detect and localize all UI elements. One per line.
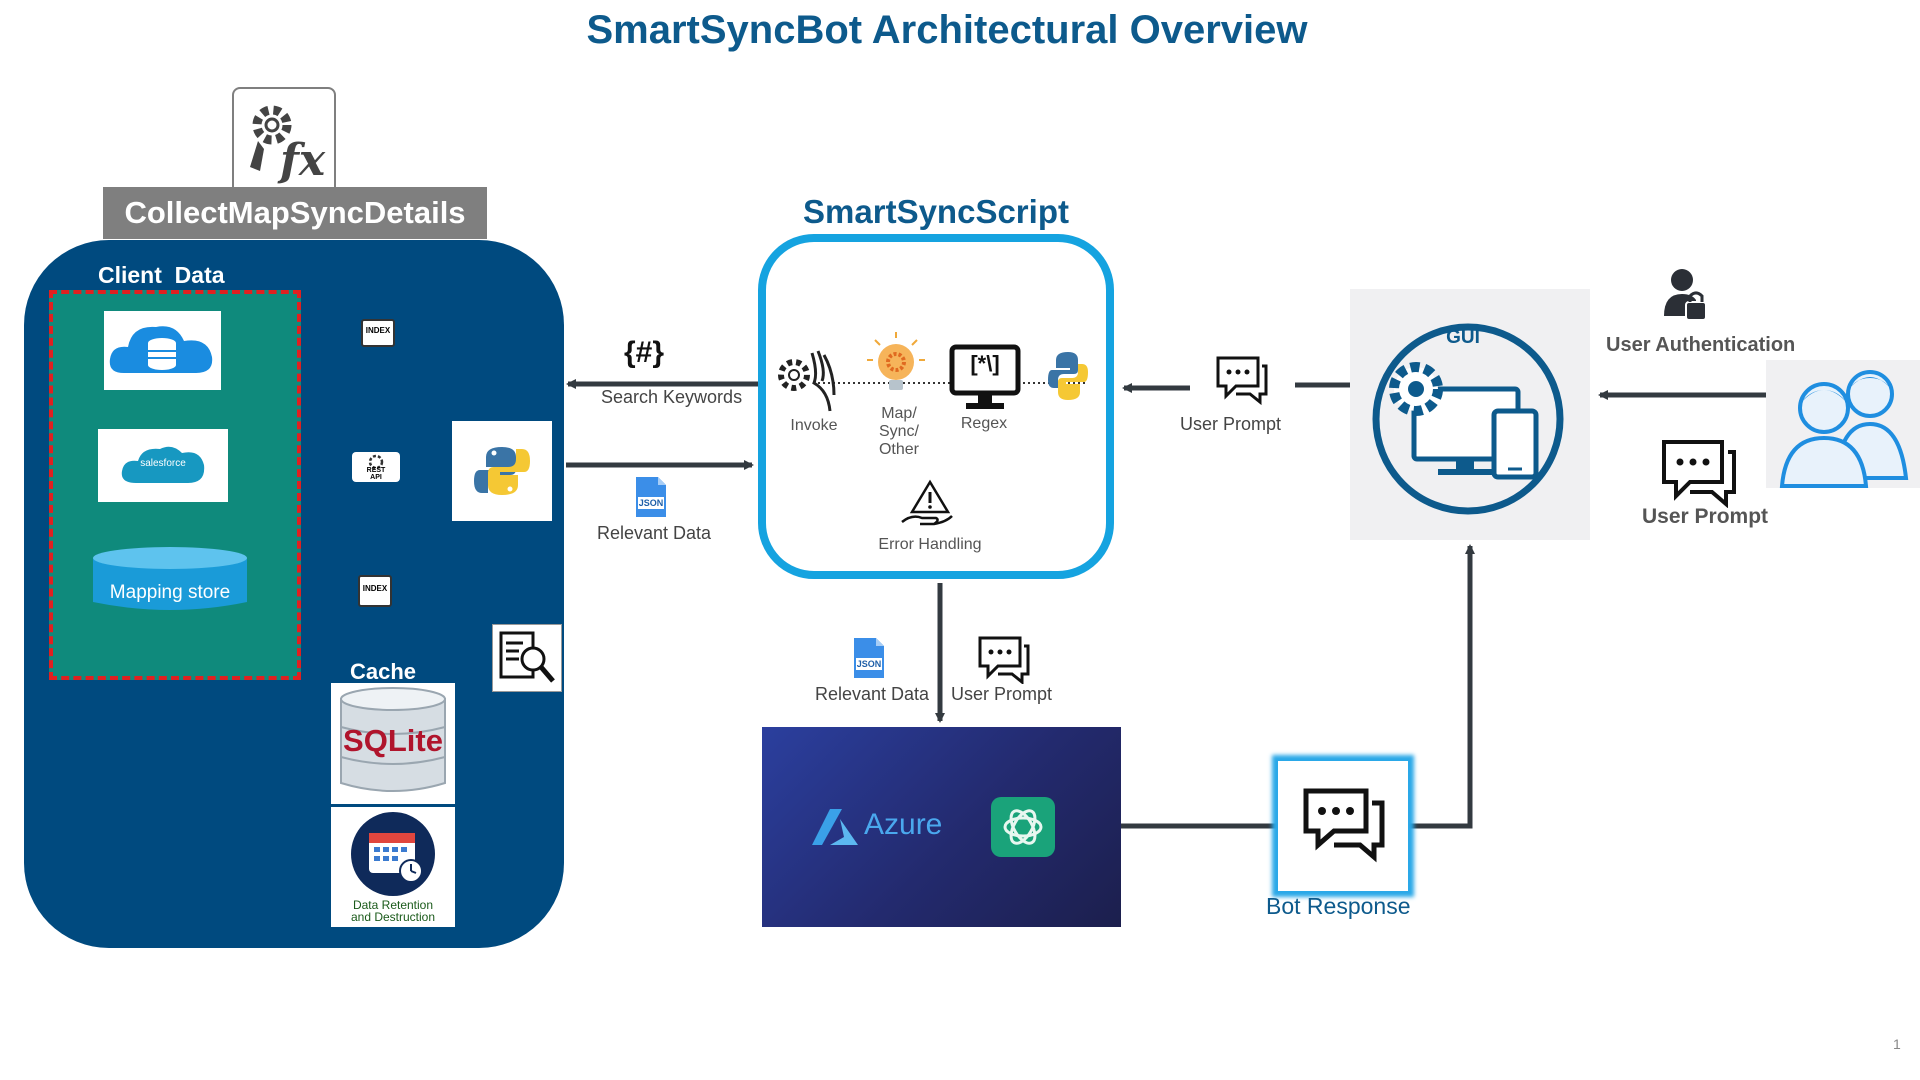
svg-text:fx: fx	[277, 135, 326, 186]
function-icon-tile: fx	[232, 87, 336, 189]
user-prompt-label-users: User Prompt	[1642, 505, 1769, 528]
index-tag-top: INDEX	[361, 319, 395, 347]
regex-label: Regex	[960, 415, 1008, 432]
salesforce-logo-text: salesforce	[140, 458, 186, 469]
smart-sync-script-title: SmartSyncScript	[803, 193, 1069, 230]
mapping-store: Mapping store	[91, 546, 249, 616]
salesforce-tile: salesforce	[98, 429, 228, 502]
python-processor-tile	[452, 421, 552, 521]
error-handling-icon	[900, 478, 954, 532]
users-tile	[1766, 360, 1920, 488]
python-icon	[474, 447, 530, 495]
page-title: SmartSyncBot Architectural Overview	[586, 8, 1308, 52]
rest-label: REST	[366, 467, 386, 474]
users-group-icon	[1779, 370, 1909, 488]
cloud-database-icon	[109, 326, 213, 373]
map-label-line1: Map/	[881, 405, 917, 422]
invoke-label: Invoke	[790, 417, 838, 434]
rest-api-tag: REST API	[352, 452, 400, 482]
map-label-line3: Other	[878, 441, 919, 458]
python-icon-script	[1046, 350, 1090, 402]
openai-knot-icon	[1003, 809, 1043, 845]
collect-map-sync-header: CollectMapSyncDetails	[103, 187, 487, 239]
gui-tile: GUI	[1350, 289, 1590, 540]
retention-label-line1: Data Retention	[352, 898, 434, 912]
json-file-icon: JSON	[634, 475, 668, 519]
json-file-icon-bottom: JSON	[852, 636, 886, 680]
arrow-bot-to-gui	[1408, 544, 1475, 829]
bot-response-label: Bot Response	[1266, 893, 1411, 919]
sqlite-database-icon	[340, 687, 446, 792]
json-tag-label: JSON	[638, 498, 664, 508]
regex-glyph: [*\]	[970, 351, 1000, 376]
user-lock-icon	[1662, 266, 1708, 326]
salesforce-cloud-icon	[121, 446, 205, 483]
azure-openai-box: Azure	[762, 727, 1121, 927]
gear-fx-icon: fx	[250, 105, 326, 186]
invoke-icon	[772, 343, 844, 413]
page-number: 1	[1893, 1036, 1901, 1052]
retention-label-line2: and Destruction	[350, 910, 436, 924]
openai-logo-tile	[991, 797, 1055, 857]
cache-title: Cache	[350, 659, 417, 684]
search-keywords-symbol: {#}	[624, 336, 665, 369]
mapping-store-label: Mapping store	[109, 582, 231, 603]
rest-api-gear-icon	[368, 454, 384, 470]
chat-bubble-icon-mid	[976, 634, 1032, 686]
user-authentication-label: User Authentication	[1606, 334, 1796, 356]
cloud-database-tile	[104, 311, 221, 390]
gui-monitor-icon	[1372, 323, 1564, 515]
azure-logo-icon	[812, 809, 858, 845]
relevant-data-label-bottom: Relevant Data	[815, 684, 930, 704]
error-handling-label: Error Handling	[878, 536, 982, 553]
calendar-clock-icon	[351, 812, 435, 896]
sqlite-logo-text: SQLite	[343, 723, 443, 758]
azure-label: Azure	[864, 808, 943, 841]
user-prompt-label-mid: User Prompt	[951, 684, 1053, 704]
json-tag-label-bottom: JSON	[856, 659, 882, 669]
api-label: API	[370, 474, 382, 481]
relevant-data-label-top: Relevant Data	[597, 523, 712, 543]
bot-response-box	[1278, 761, 1408, 891]
document-search-icon	[499, 631, 555, 683]
document-search-tile	[492, 624, 562, 692]
sqlite-tile: SQLite	[331, 683, 455, 804]
map-label-line2: Sync/	[878, 423, 919, 440]
database-cylinder-icon	[93, 547, 247, 610]
chat-bubble-icon-users	[1660, 438, 1740, 509]
lightbulb-gear-icon	[863, 330, 929, 398]
data-retention-tile: Data Retention and Destruction	[331, 807, 455, 927]
chat-bubble-icon-gui	[1214, 354, 1270, 406]
regex-monitor-icon: [*\]	[948, 343, 1022, 413]
chat-bubble-icon-bot	[1303, 788, 1385, 863]
user-prompt-label-gui: User Prompt	[1180, 414, 1282, 434]
gui-label: GUI	[1446, 327, 1480, 348]
index-tag-bottom: INDEX	[358, 575, 392, 607]
search-keywords-label: Search Keywords	[601, 387, 743, 407]
client-data-title: Client Data	[98, 262, 225, 288]
